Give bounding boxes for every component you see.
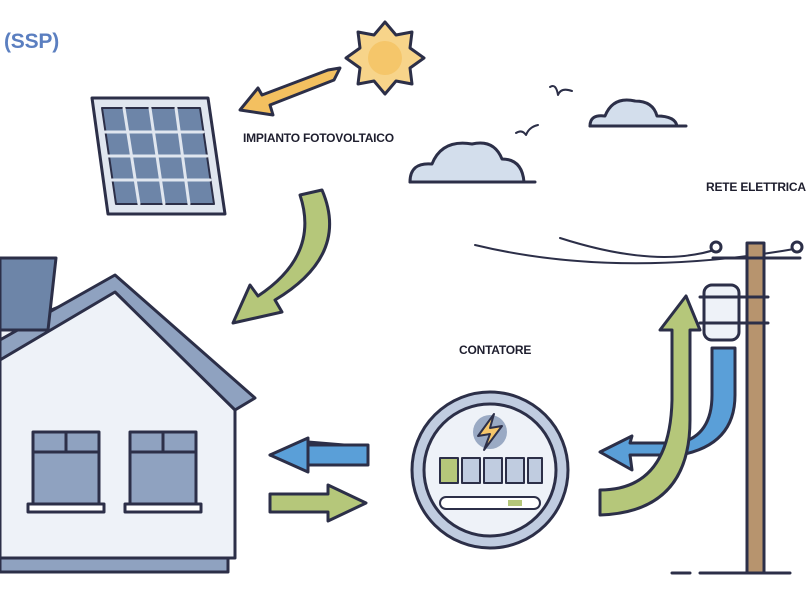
label-pv-system: IMPIANTO FOTOVOLTAICO bbox=[243, 131, 394, 145]
transformer-icon bbox=[702, 283, 741, 342]
electric-meter-icon bbox=[410, 390, 570, 550]
sun-icon bbox=[344, 20, 426, 96]
solar-to-house-arrow bbox=[231, 188, 331, 325]
sunlight-arrow bbox=[238, 66, 342, 117]
diagram-title: (SSP) bbox=[4, 30, 60, 53]
bird-icon bbox=[515, 124, 539, 136]
label-meter: CONTATORE bbox=[459, 343, 532, 357]
cloud-icon bbox=[588, 98, 679, 128]
house-to-meter-arrow bbox=[268, 483, 368, 523]
meter-to-grid-arrow bbox=[598, 294, 702, 517]
house-solar-panel bbox=[0, 256, 58, 332]
cloud-icon bbox=[408, 141, 526, 184]
window bbox=[123, 430, 203, 514]
solar-panel-icon bbox=[90, 96, 227, 216]
window bbox=[26, 430, 106, 514]
house-icon bbox=[0, 256, 257, 574]
bird-icon bbox=[549, 85, 573, 96]
label-power-grid: RETE ELETTRICA bbox=[706, 180, 806, 194]
utility-pole bbox=[745, 241, 766, 575]
grid-to-meter-arrow bbox=[598, 346, 737, 472]
